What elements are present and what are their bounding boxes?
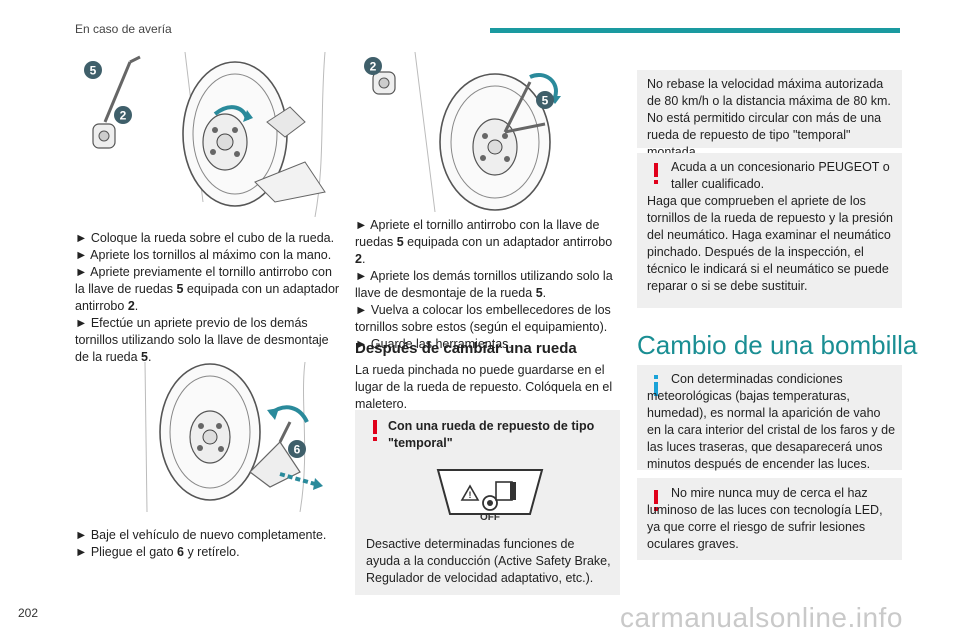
warning-icon xyxy=(653,163,659,184)
callout-5: 5 xyxy=(542,94,549,108)
callout-2: 2 xyxy=(370,60,377,74)
warning-icon xyxy=(372,420,378,441)
header-accent-bar xyxy=(490,28,900,33)
condensation-info-box xyxy=(637,365,902,470)
condensation-info-text: Con determinadas condiciones meteorológi… xyxy=(647,372,896,471)
page-number: 202 xyxy=(18,606,39,620)
wheel-tightening-illustration: 2 5 xyxy=(364,52,561,212)
column1-instructions: ► Coloque la rueda sobre el cubo de la r… xyxy=(75,230,343,366)
callout-6: 6 xyxy=(294,443,301,457)
dealer-check-lead: Acuda a un concesionario PEUGEOT o talle… xyxy=(671,160,890,191)
step-tighten-others: ► Apriete los demás tornillos utilizando… xyxy=(355,269,613,300)
step-pretighten-antitheft: ► Apriete previamente el tornillo antirr… xyxy=(75,265,340,313)
section-title-bulb-change: Cambio de una bombilla xyxy=(637,330,918,360)
led-warning-text: No mire nunca muy de cerca el haz lumino… xyxy=(647,486,883,551)
section-header: En caso de avería xyxy=(75,22,172,36)
column1-lowering: ► Baje el vehículo de nuevo completament… xyxy=(75,527,343,561)
callout-2: 2 xyxy=(120,109,127,123)
led-warning-box xyxy=(637,478,902,560)
warning-icon xyxy=(653,490,659,511)
step-lower-vehicle: ► Baje el vehículo de nuevo completament… xyxy=(75,528,327,542)
step-fold-jack: ► Pliegue el gato 6 y retírelo. xyxy=(75,545,240,559)
step-place-wheel: ► Coloque la rueda sobre el cubo de la r… xyxy=(75,231,335,245)
svg-text:!: ! xyxy=(469,490,472,500)
watermark: carmanualsonline.info xyxy=(620,602,903,633)
off-label: OFF xyxy=(480,512,500,522)
temporary-spare-warning-title: Con una rueda de repuesto de tipo "tempo… xyxy=(388,419,595,450)
speed-limit-box xyxy=(637,70,902,148)
callout-5: 5 xyxy=(90,64,97,78)
jack-lowering-illustration: 6 xyxy=(144,362,323,512)
step-tighten-antitheft: ► Apriete el tornillo antirrobo con la l… xyxy=(355,218,613,266)
temporary-spare-warning-text: Desactive determinadas funciones de ayud… xyxy=(366,537,611,585)
column2-instructions: ► Apriete el tornillo antirrobo con la l… xyxy=(355,217,625,353)
step-replace-covers: ► Vuelva a colocar los embellecedores de… xyxy=(355,303,611,334)
after-change-text: La rueda pinchada no puede guardarse en … xyxy=(355,363,613,411)
step-pretighten-others: ► Efectúe un apriete previo de los demás… xyxy=(75,316,329,364)
step-tighten-hand: ► Apriete los tornillos al máximo con la… xyxy=(75,248,332,262)
driving-aids-indicator-icon: ! OFF xyxy=(436,469,544,522)
step-store-tools: ► Guarde las herramientas. xyxy=(355,337,512,351)
info-icon xyxy=(653,375,659,396)
dealer-check-body: Haga que comprueben el apriete de los to… xyxy=(647,194,893,293)
subheading-after-change: Después de cambiar una rueda xyxy=(355,340,577,357)
wheel-mounting-illustration: 5 2 xyxy=(84,52,326,217)
speed-limit-text: No rebase la velocidad máxima autorizada… xyxy=(647,77,891,159)
dealer-check-box xyxy=(637,153,902,308)
